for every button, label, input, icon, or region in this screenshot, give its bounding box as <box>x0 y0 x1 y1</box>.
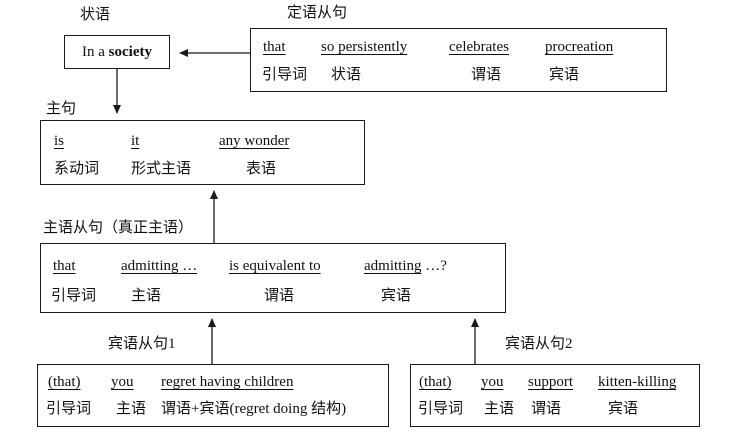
object-clause-2-label: 宾语从句2 <box>505 336 573 352</box>
grammar-cell: 形式主语 <box>131 161 192 177</box>
grammar-cell: 引导词 <box>46 401 92 417</box>
attributive-clause-label: 定语从句 <box>287 5 348 21</box>
grammar-cell: regret having children <box>161 374 294 390</box>
grammar-cell: 谓语 <box>531 401 562 417</box>
grammar-cell: that <box>263 39 286 55</box>
main-clause-box: is it any wonder 系动词 形式主语 表语 <box>40 120 365 185</box>
grammar-cell: 谓语 <box>264 288 295 304</box>
grammar-cell: 主语 <box>131 288 162 304</box>
grammar-cell: 宾语 <box>549 67 580 83</box>
grammar-cell: you <box>481 374 504 390</box>
grammar-cell: is <box>54 133 65 149</box>
grammar-cell: any wonder <box>219 133 290 149</box>
grammar-cell: 状语 <box>331 67 362 83</box>
grammar-cell: so persistently <box>321 39 408 55</box>
grammar-cell: that <box>53 258 76 274</box>
grammar-cell: 宾语 <box>608 401 639 417</box>
grammar-cell: 宾语 <box>381 288 412 304</box>
grammar-cell: 谓语 <box>471 67 502 83</box>
grammar-cell: kitten-killing <box>598 374 677 390</box>
grammar-cell: you <box>111 374 134 390</box>
grammar-cell: support <box>528 374 573 390</box>
grammar-cell: 主语 <box>484 401 515 417</box>
grammar-cell: admitting … <box>121 258 198 274</box>
object-clause-2-box: (that) you support kitten-killing 引导词 主语… <box>410 364 700 427</box>
grammar-cell: 系动词 <box>54 161 100 177</box>
grammar-cell: 引导词 <box>51 288 97 304</box>
grammar-cell: is equivalent to <box>229 258 321 274</box>
object-clause-1-box: (that) you regret having children 引导词 主语… <box>37 364 389 427</box>
attributive-clause-box: that so persistently celebrates procreat… <box>250 28 667 92</box>
subject-clause-label: 主语从句（真正主语） <box>43 220 194 236</box>
grammar-cell: it <box>131 133 140 149</box>
grammar-cell: celebrates <box>449 39 509 55</box>
grammar-cell: 引导词 <box>418 401 464 417</box>
grammar-cell: (that) <box>48 374 81 390</box>
adverbial-label: 状语 <box>80 7 111 23</box>
grammar-cell: (that) <box>419 374 452 390</box>
grammar-cell: 表语 <box>246 161 277 177</box>
grammar-cell: 谓语+宾语(regret doing 结构) <box>161 401 347 417</box>
grammar-cell: 主语 <box>116 401 147 417</box>
object-clause-1-label: 宾语从句1 <box>108 336 176 352</box>
main-clause-label: 主句 <box>46 101 77 117</box>
grammar-cell: procreation <box>545 39 614 55</box>
adverbial-box: In a society <box>64 35 170 69</box>
subject-clause-box: that admitting … is equivalent to admitt… <box>40 243 506 313</box>
grammar-cell: 引导词 <box>262 67 308 83</box>
grammar-cell: admitting …? <box>364 258 447 274</box>
adverbial-text: In a society <box>82 43 152 60</box>
